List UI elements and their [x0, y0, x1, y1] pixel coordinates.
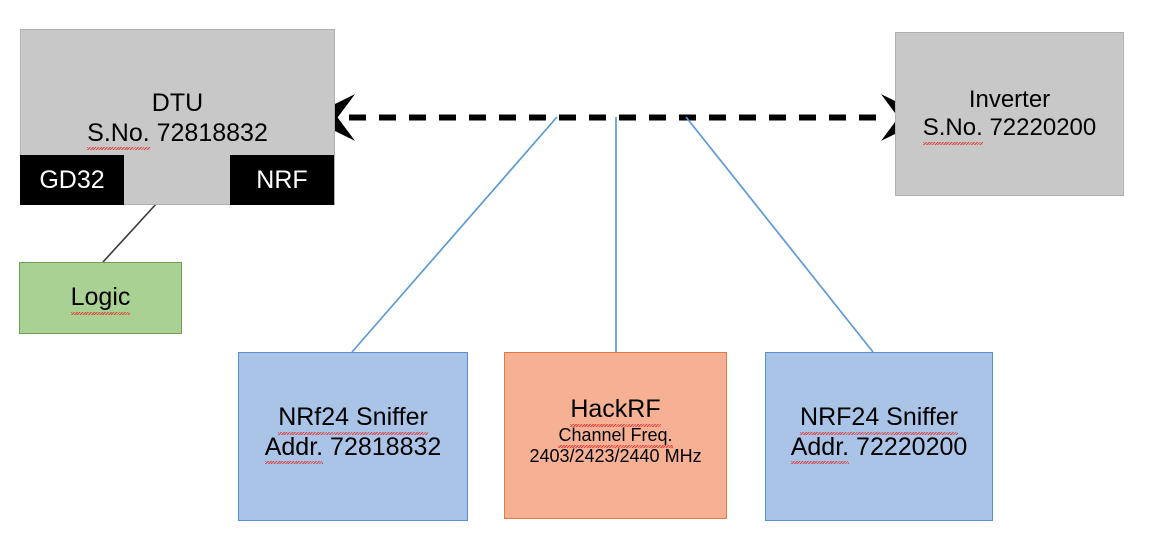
dtu-serial-label: S.No.: [87, 118, 150, 150]
node-nrf[interactable]: NRF: [230, 155, 334, 205]
hackrf-label: HackRF: [570, 395, 661, 426]
sniffer-right-addr-label: Addr.: [790, 432, 850, 464]
gd32-label: GD32: [39, 165, 105, 194]
sniffer-right-addr-value: 72220200: [856, 432, 968, 461]
node-sniffer-left[interactable]: NRf24 Sniffer Addr. 72818832: [238, 352, 468, 521]
sniffer-right-addr: Addr. 72220200: [790, 432, 968, 464]
dtu-serial-value: 72818832: [156, 118, 268, 147]
sniffer-left-addr-value: 72818832: [330, 432, 442, 461]
connector-tap-sniffer-right: [685, 116, 874, 353]
node-inverter[interactable]: Inverter S.No. 72220200: [895, 32, 1124, 196]
hackrf-label-text: HackRF: [570, 395, 661, 426]
inverter-label: Inverter: [968, 86, 1051, 113]
dtu-label: DTU: [151, 89, 204, 117]
inverter-serial-label: S.No.: [922, 114, 983, 145]
nrf-label: NRF: [256, 165, 308, 194]
node-gd32[interactable]: GD32: [20, 155, 124, 205]
sniffer-left-addr-label: Addr.: [264, 432, 324, 464]
sniffer-left-label-text: NRf24 Sniffer: [278, 403, 428, 434]
inverter-serial: S.No. 72220200: [922, 114, 1097, 145]
connector-tap-sniffer-left: [351, 116, 558, 353]
hackrf-sub-label-text: Channel Freq.: [558, 424, 673, 448]
inverter-serial-value: 72220200: [989, 114, 1097, 142]
hackrf-sub-label: Channel Freq.: [558, 424, 673, 448]
node-sniffer-right[interactable]: NRF24 Sniffer Addr. 72220200: [765, 352, 993, 521]
dtu-serial: S.No. 72818832: [87, 118, 268, 150]
sniffer-right-label-text: NRF24 Sniffer: [800, 403, 958, 434]
hackrf-frequencies: 2403/2423/2440 MHz: [529, 445, 702, 466]
sniffer-right-label: NRF24 Sniffer: [800, 403, 958, 434]
sniffer-left-addr: Addr. 72818832: [264, 432, 442, 464]
logic-label: Logic: [70, 283, 131, 315]
node-hackrf[interactable]: HackRF Channel Freq. 2403/2423/2440 MHz: [504, 352, 727, 519]
sniffer-left-label: NRf24 Sniffer: [278, 403, 428, 434]
node-logic[interactable]: Logic: [19, 262, 182, 334]
